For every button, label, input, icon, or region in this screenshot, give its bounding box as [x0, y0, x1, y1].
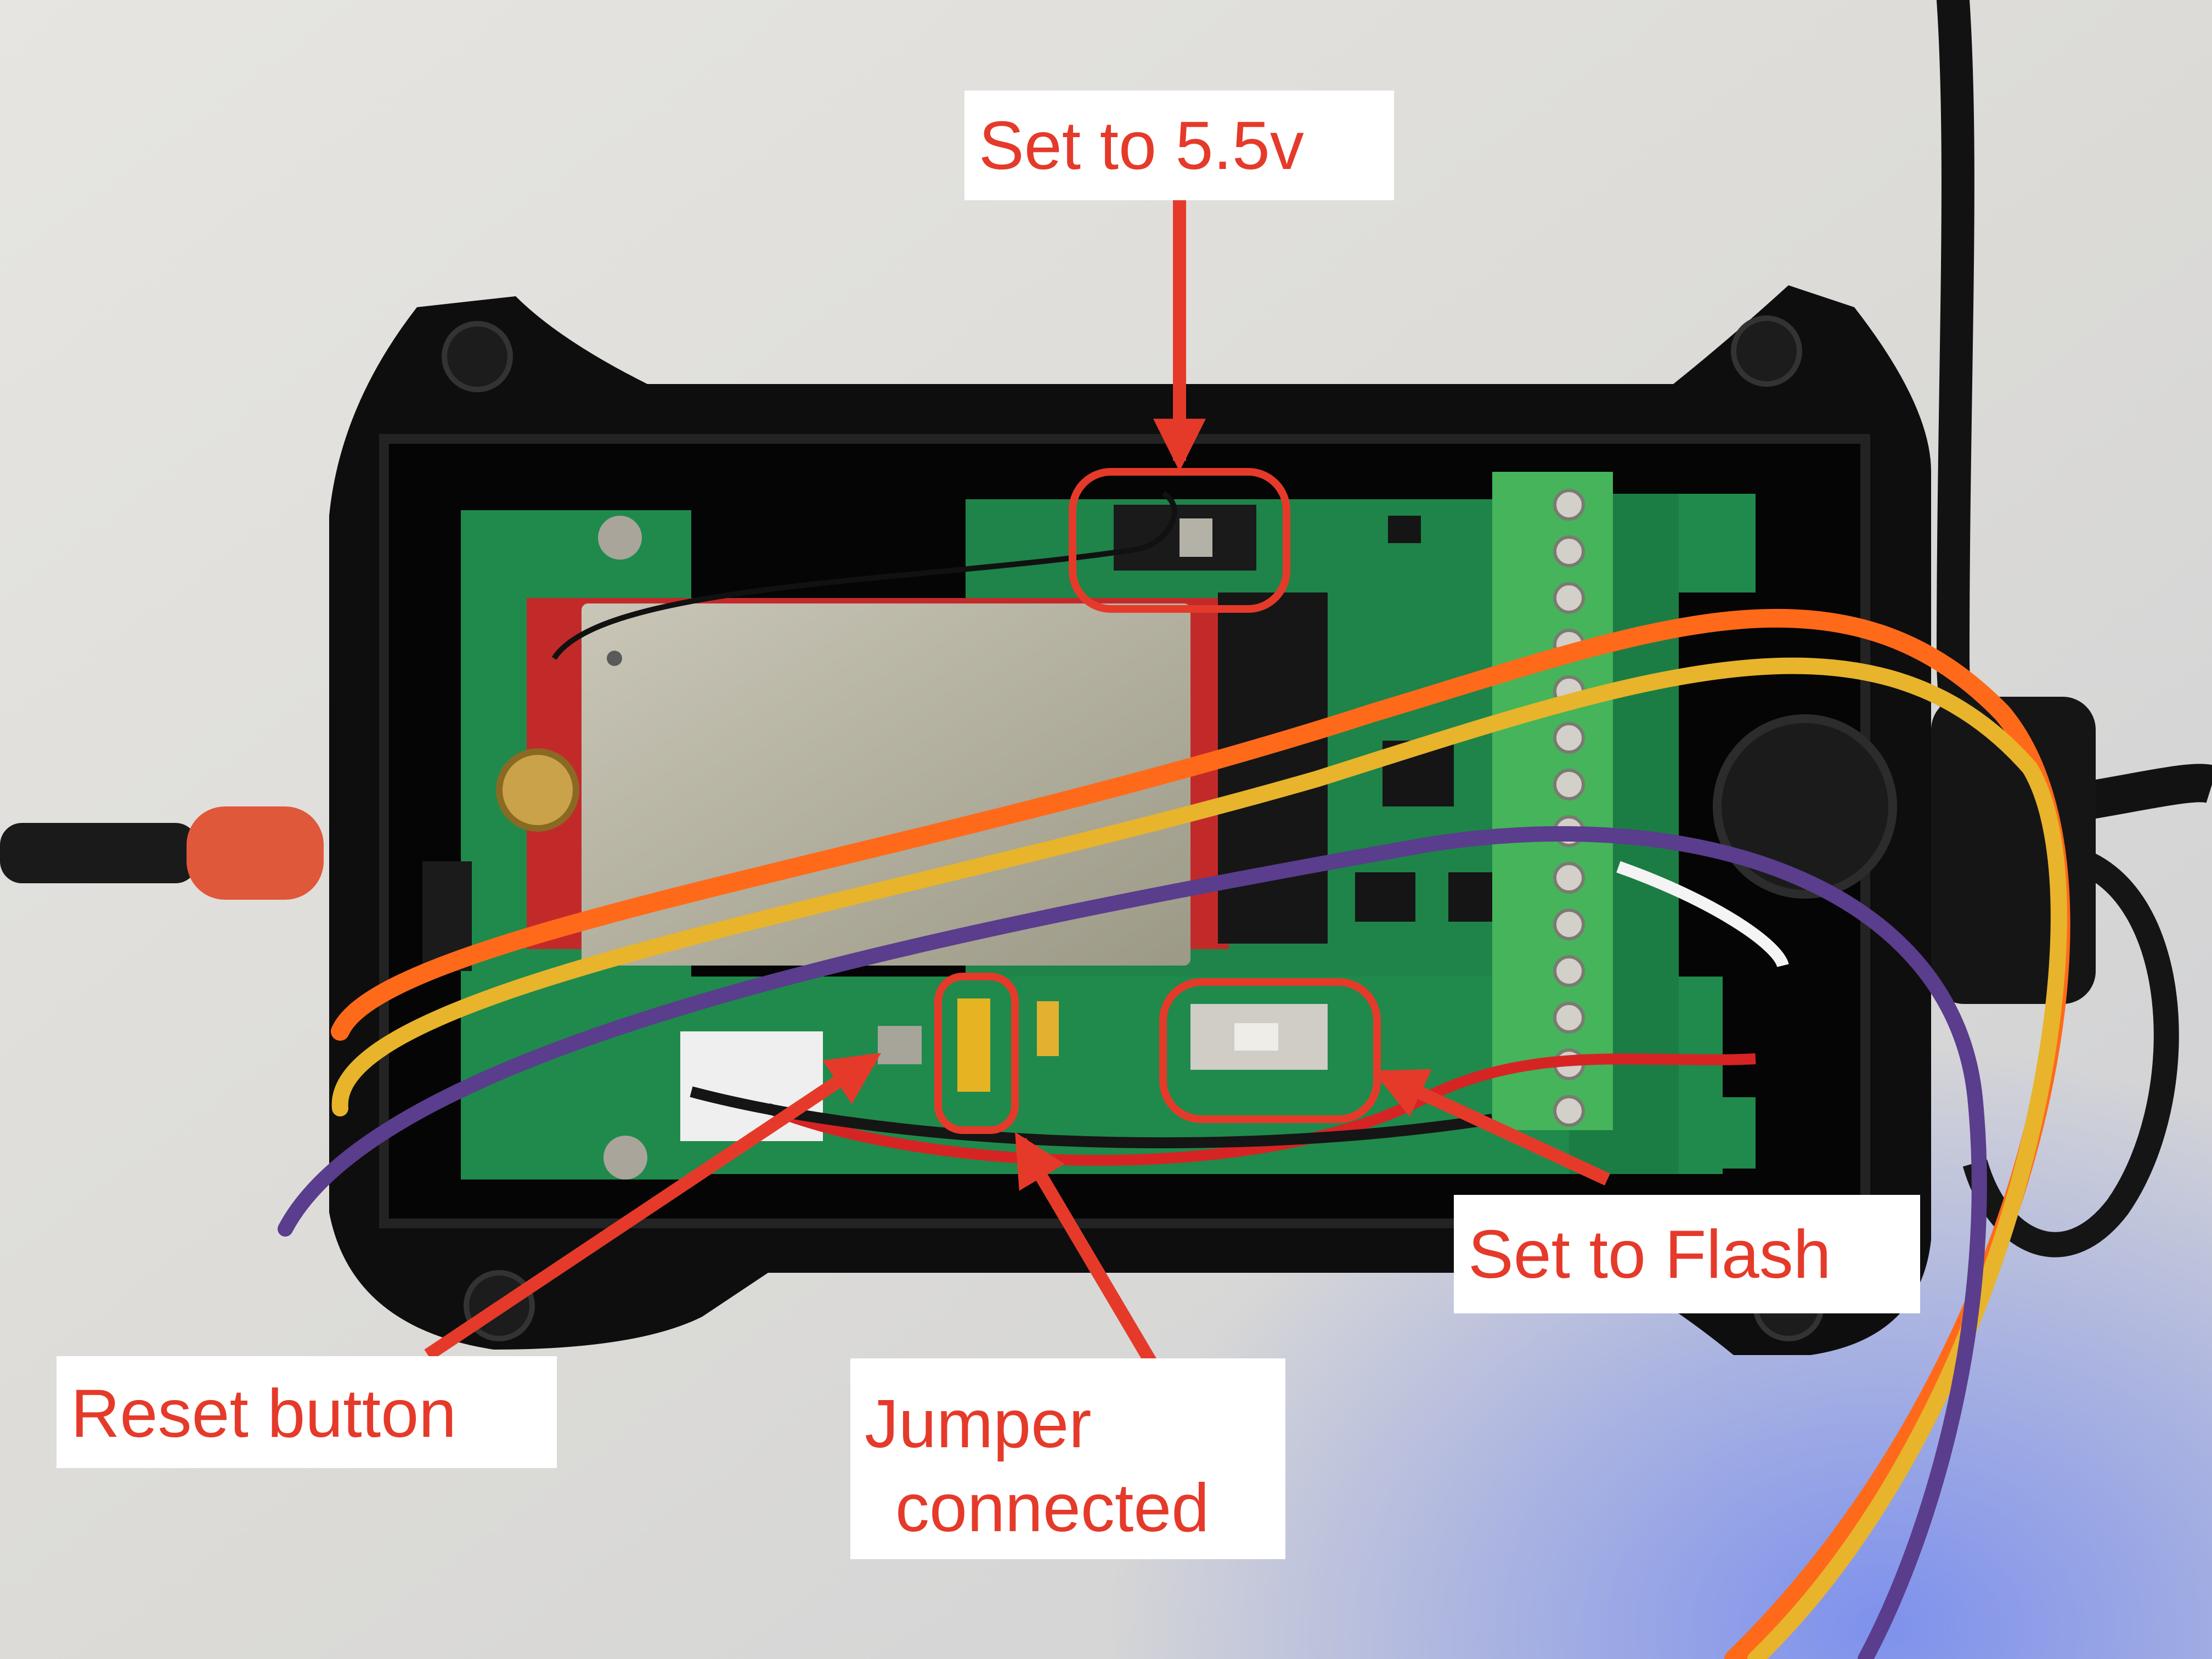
highlight-jumper [934, 973, 1019, 1134]
chip-2 [1355, 872, 1415, 922]
highlight-voltage-switch [1069, 468, 1290, 613]
wire-yellow [331, 657, 2067, 1659]
screw-top-left [442, 321, 513, 392]
screw-top-right [1731, 315, 1802, 387]
gland-nut [1713, 714, 1897, 899]
arrow-mode [1373, 1069, 1611, 1186]
arrow-reset [424, 1053, 881, 1361]
reset-button [878, 1026, 922, 1064]
chip-4 [1388, 516, 1421, 543]
arrow-jumper [1014, 1132, 1169, 1386]
wire-purple [278, 826, 1987, 1659]
terminal-screws [1553, 489, 1585, 1127]
jumper-label-line1: Jumper [865, 1386, 1092, 1462]
antenna-orange-ring [187, 806, 324, 900]
highlight-mode-switch [1159, 978, 1381, 1123]
black-cable-loop [1962, 843, 2179, 1257]
antenna-body [0, 823, 198, 883]
module-screw [496, 748, 579, 832]
jumper-label-line2: connected [895, 1470, 1210, 1546]
shield-dot [607, 651, 622, 666]
reset-button-label: Reset button [57, 1356, 557, 1468]
jumper [957, 998, 990, 1092]
jumper-label: Jumper connected [850, 1358, 1285, 1559]
pcb-right-edge-bottom [1679, 1097, 1756, 1169]
pcb-screw-bottom [603, 1136, 647, 1180]
jumper-pin-header [1037, 1001, 1059, 1056]
pcb-right-edge [1679, 494, 1756, 592]
voltage-switch-label: Set to 5.5v [964, 91, 1394, 200]
antenna-wire [551, 491, 1177, 660]
voltage-switch-knob [1180, 518, 1212, 557]
terminal-block [1492, 472, 1613, 1130]
black-cable-right [2081, 764, 2212, 820]
mode-switch-label: Set to Flash [1454, 1195, 1920, 1313]
mode-switch-knob [1234, 1023, 1278, 1051]
wire-white [1616, 861, 1789, 968]
wire-red [766, 1053, 1756, 1166]
m2-connector [1218, 592, 1328, 944]
pcb-screw-top [598, 516, 642, 560]
